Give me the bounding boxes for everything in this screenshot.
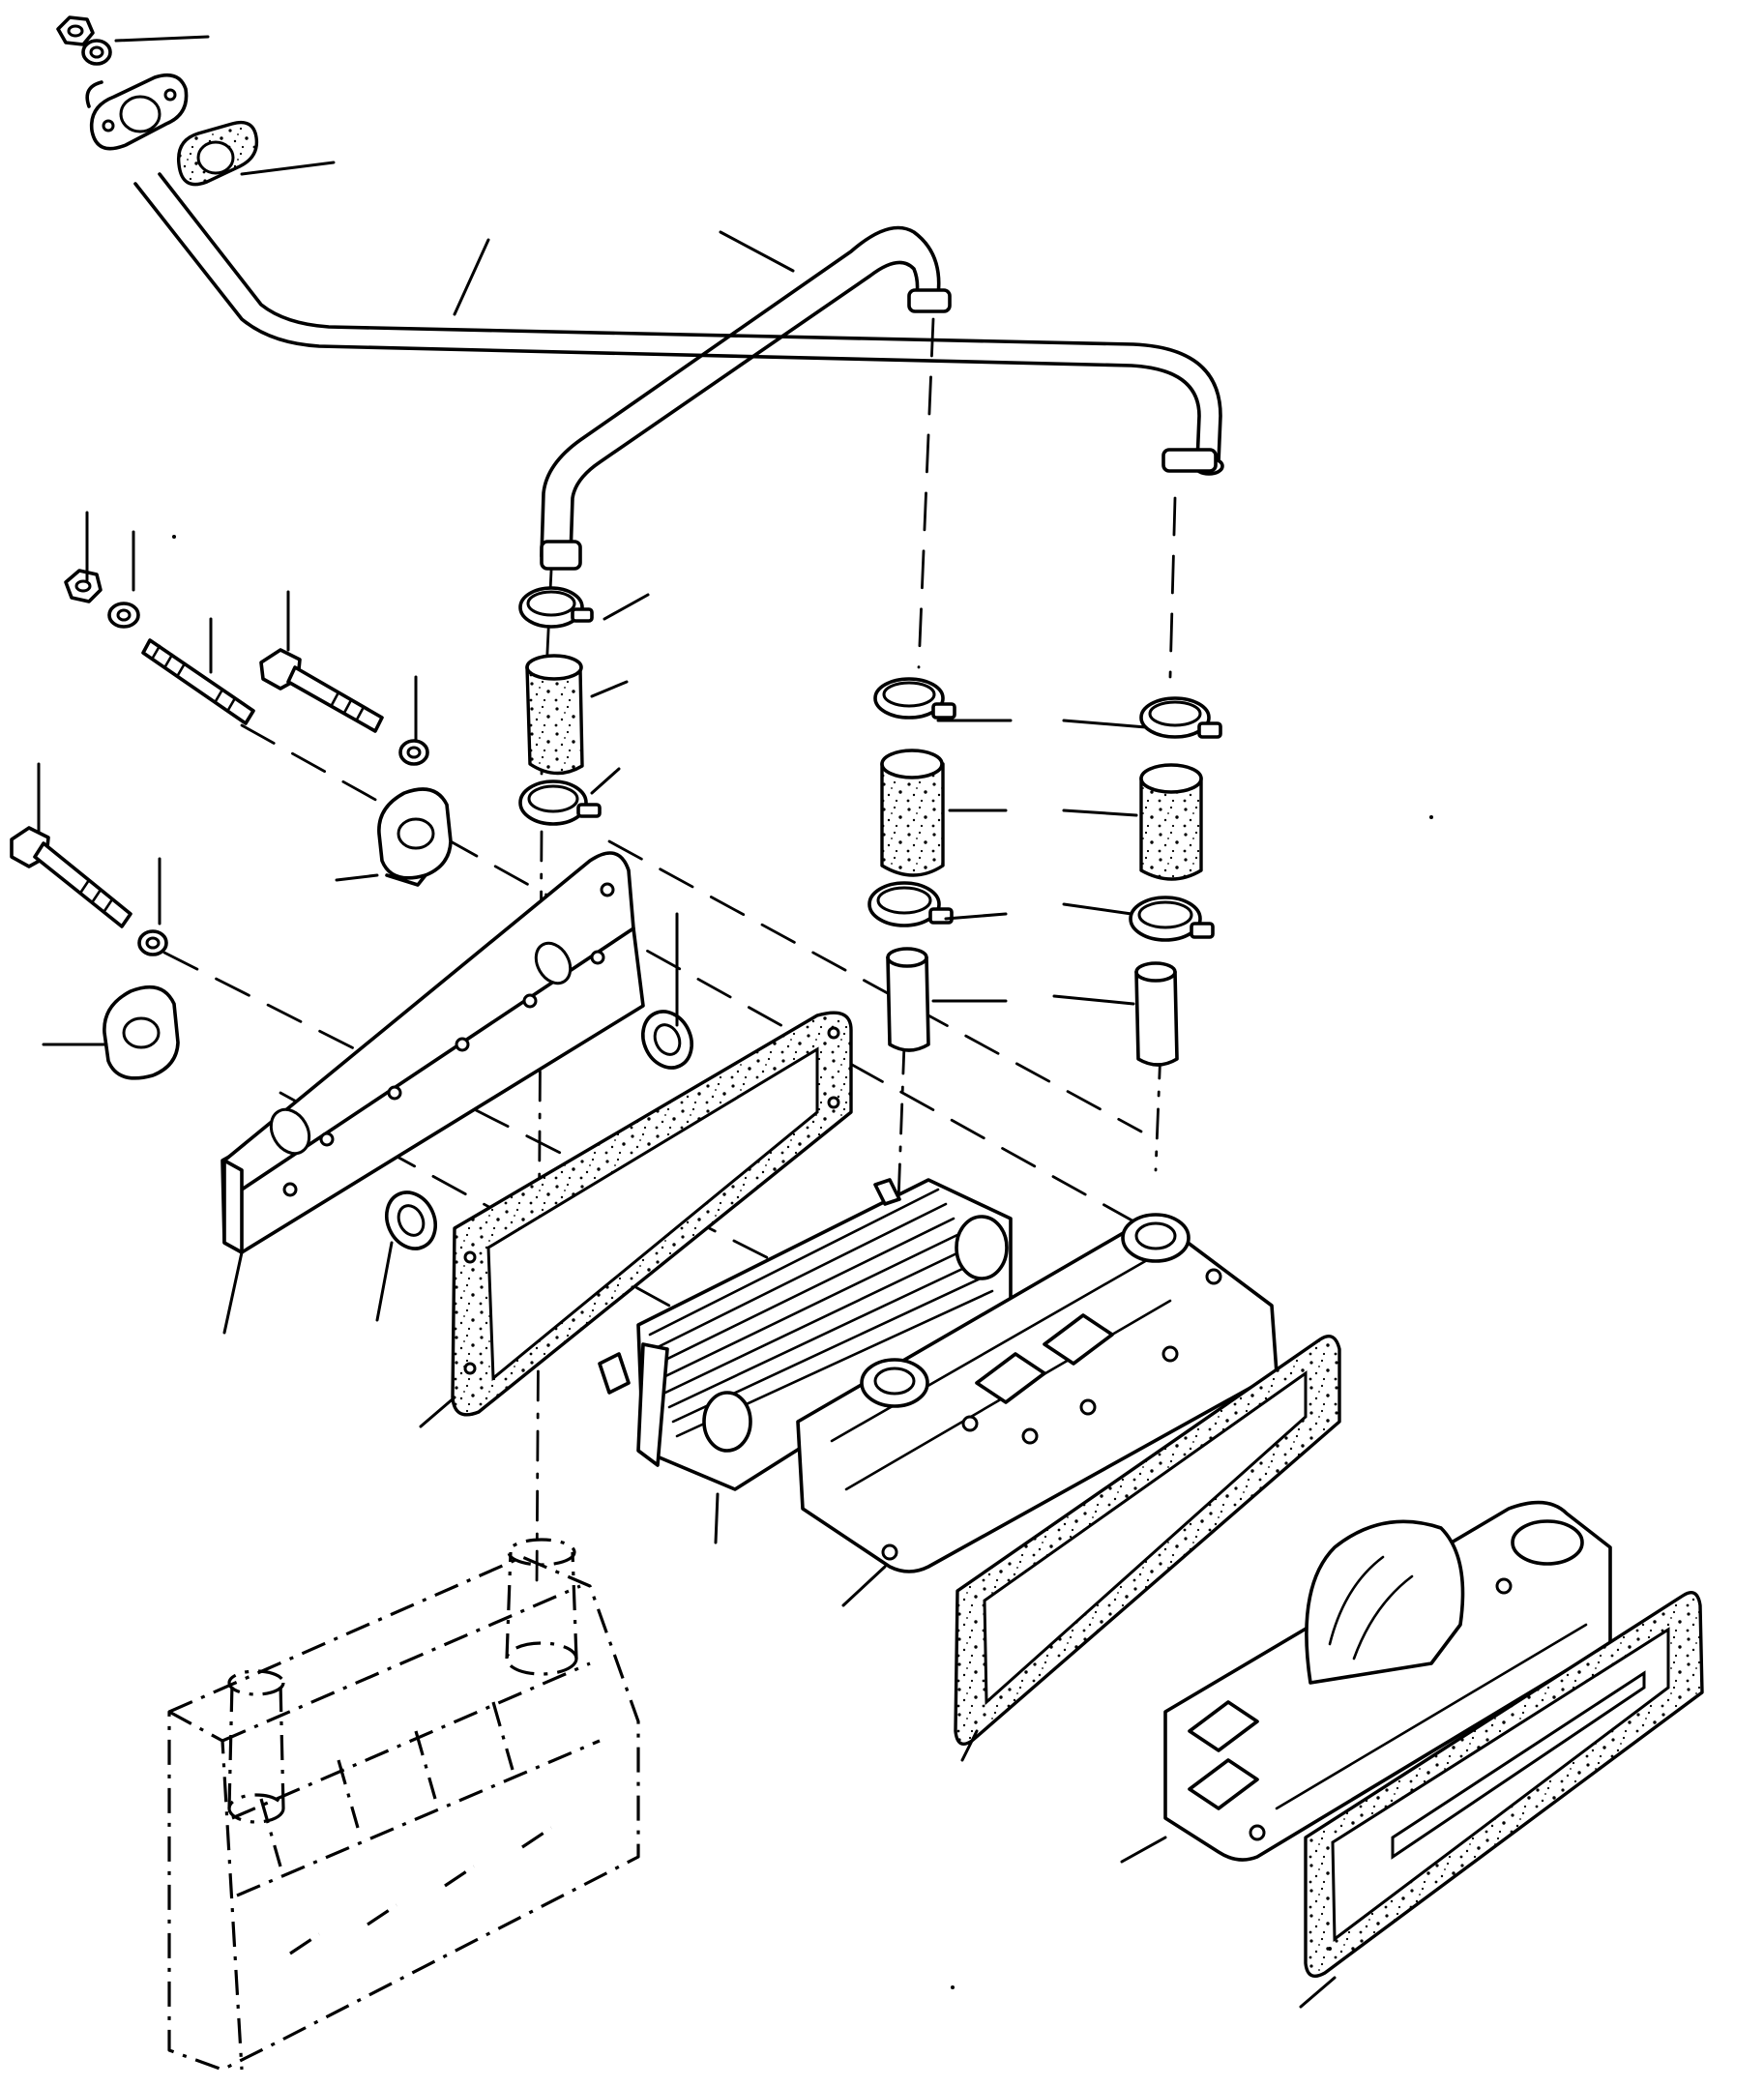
hose-stack-middle — [867, 677, 956, 1052]
gasket-icon — [451, 1011, 853, 1417]
hose-clamp-icon — [867, 881, 954, 927]
oil-cooler-cover-icon — [796, 1213, 1279, 1573]
bolt-icon — [10, 826, 132, 928]
connector-tube-icon — [886, 947, 930, 1052]
flange-icon — [85, 73, 189, 151]
top-flange-assembly — [56, 15, 259, 187]
hose-stack-right — [1129, 696, 1222, 1067]
oil-pipe-upper — [540, 225, 952, 571]
flange-icon — [377, 787, 453, 887]
bolt-icon — [259, 648, 384, 733]
oil-cooler-core-icon — [598, 1178, 1013, 1491]
washer-icon — [81, 39, 112, 66]
hose-clamp-icon — [873, 677, 956, 720]
hose-clamp-icon — [518, 779, 602, 826]
gasket-icon — [1304, 1591, 1704, 1978]
scan-specks — [172, 535, 1433, 1989]
connector-tube-icon — [1134, 961, 1179, 1067]
gasket-icon — [954, 1335, 1341, 1746]
hose-clamp-icon — [1129, 896, 1215, 942]
cover-plate-icon — [220, 851, 645, 1254]
washer-icon — [641, 1010, 693, 1070]
right-housing-icon — [1163, 1500, 1612, 1862]
gasket-icon — [176, 120, 259, 187]
hose-clamp-icon — [518, 586, 594, 629]
oil-pipe-long — [133, 172, 1224, 476]
engine-block-phantom — [167, 1538, 640, 2072]
rubber-hose-icon — [1139, 763, 1203, 881]
rubber-hose-icon — [525, 654, 584, 776]
washer-icon — [398, 739, 429, 766]
hose-stack-left — [518, 586, 602, 826]
o-ring-washers — [385, 1010, 693, 1250]
nut-icon — [56, 15, 95, 46]
flange-icon — [103, 985, 180, 1080]
callout-leaders — [37, 35, 1337, 2009]
washer-icon — [107, 602, 140, 629]
rubber-hose-icon — [880, 749, 945, 877]
washer-icon — [137, 929, 168, 956]
stud-icon — [141, 638, 255, 725]
nut-icon — [64, 569, 103, 603]
hose-clamp-icon — [1139, 696, 1222, 739]
fasteners-left — [10, 569, 453, 1080]
washer-icon — [385, 1190, 437, 1250]
